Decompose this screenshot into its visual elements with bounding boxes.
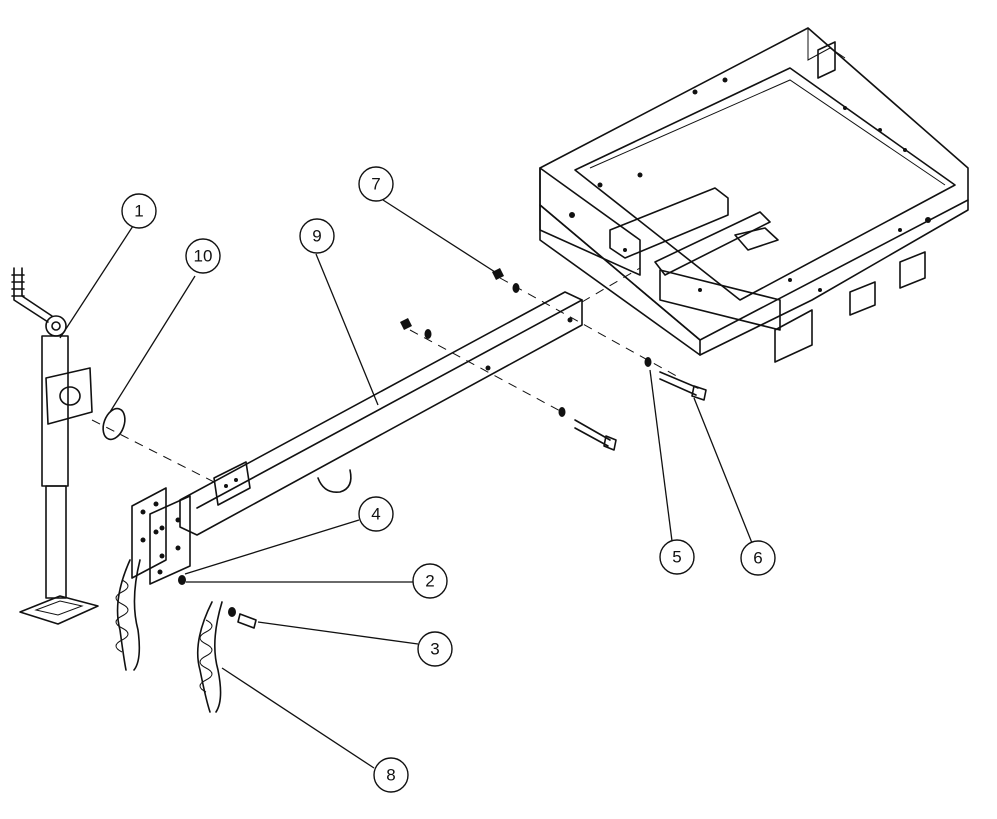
callout-label: 2 — [425, 572, 434, 591]
callout-label: 3 — [430, 640, 439, 659]
assembly-center-lines — [91, 267, 681, 483]
callout-4: 4 — [358, 496, 394, 532]
callout-6: 6 — [740, 540, 776, 576]
callout-label: 1 — [134, 202, 143, 221]
coupler-plates — [131, 487, 191, 585]
callout-label: 6 — [753, 549, 762, 568]
o-ring — [102, 407, 126, 441]
leader-lines — [59, 199, 753, 769]
callout-2: 2 — [412, 563, 448, 599]
callout-10: 10 — [185, 238, 221, 274]
tongue-tube — [179, 291, 583, 536]
jack-stand — [11, 267, 99, 625]
callout-9: 9 — [299, 218, 335, 254]
callout-label: 4 — [371, 505, 380, 524]
callout-3: 3 — [417, 631, 453, 667]
callout-5: 5 — [659, 539, 695, 575]
callout-label: 9 — [312, 227, 321, 246]
callout-label: 10 — [194, 247, 213, 266]
callout-label: 5 — [672, 548, 681, 567]
callout-1: 1 — [121, 193, 157, 229]
callout-label: 7 — [371, 175, 380, 194]
main-frame — [539, 27, 969, 363]
callout-label: 8 — [386, 766, 395, 785]
callout-7: 7 — [358, 166, 394, 202]
chain-hardware — [178, 575, 257, 629]
callout-8: 8 — [373, 757, 409, 793]
safety-chains — [115, 559, 223, 713]
